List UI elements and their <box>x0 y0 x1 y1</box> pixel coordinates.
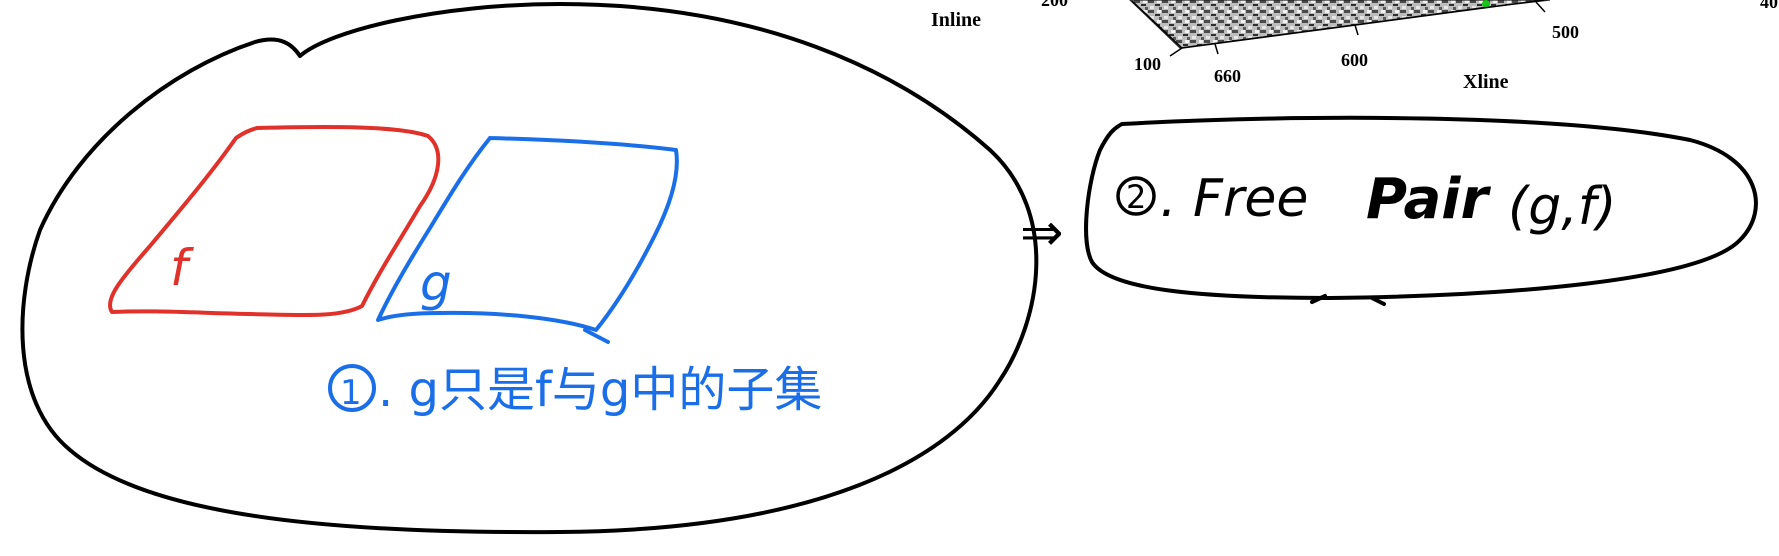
tick-label-200: 200 <box>1041 0 1068 10</box>
label-f: f <box>170 239 194 297</box>
note-number: 2 <box>1126 178 1146 216</box>
tick-label-100: 100 <box>1134 54 1161 74</box>
highlight-marker <box>1482 0 1490 8</box>
xline-tick-600 <box>1354 24 1359 36</box>
caption-text: . g只是f与g中的子集 <box>378 362 822 418</box>
set-f-shape <box>108 124 441 318</box>
inline-axis <box>1131 0 1183 49</box>
tick-label-500: 500 <box>1552 22 1579 42</box>
xline-tick-500 <box>1535 1 1546 13</box>
implies-arrow: ⇒ <box>1020 203 1064 263</box>
right-oval-outline <box>1084 115 1758 300</box>
axis-label-inline: Inline <box>931 9 981 31</box>
inline-tick <box>1169 47 1183 57</box>
caption-number-circle <box>328 364 376 412</box>
note-2: 2 . Free Pair (g,f) <box>1116 167 1616 237</box>
xline-tick-660 <box>1214 43 1219 55</box>
note-text-args: (g,f) <box>1508 177 1616 237</box>
tick-label-660: 660 <box>1214 66 1241 86</box>
xline-axis <box>1181 0 1545 49</box>
set-g-corner-tick <box>583 328 610 344</box>
axis-label-xline: Xline <box>1463 71 1509 93</box>
caption-number: 1 <box>340 373 362 413</box>
note-text-free: . Free <box>1160 169 1308 229</box>
caption-1: 1 . g只是f与g中的子集 <box>328 362 822 418</box>
note-text-pair: Pair <box>1366 167 1491 232</box>
seismic-plot: 200 Inline 100 660 600 500 40 Xline <box>931 0 1778 93</box>
tick-label-40: 40 <box>1760 0 1778 12</box>
set-g-shape <box>376 136 679 332</box>
tick-label-600: 600 <box>1341 50 1368 70</box>
oval-tail-mark <box>1310 294 1386 306</box>
note-number-circle <box>1116 176 1156 216</box>
left-ellipse-outline <box>20 2 1039 535</box>
label-g: g <box>420 254 452 312</box>
